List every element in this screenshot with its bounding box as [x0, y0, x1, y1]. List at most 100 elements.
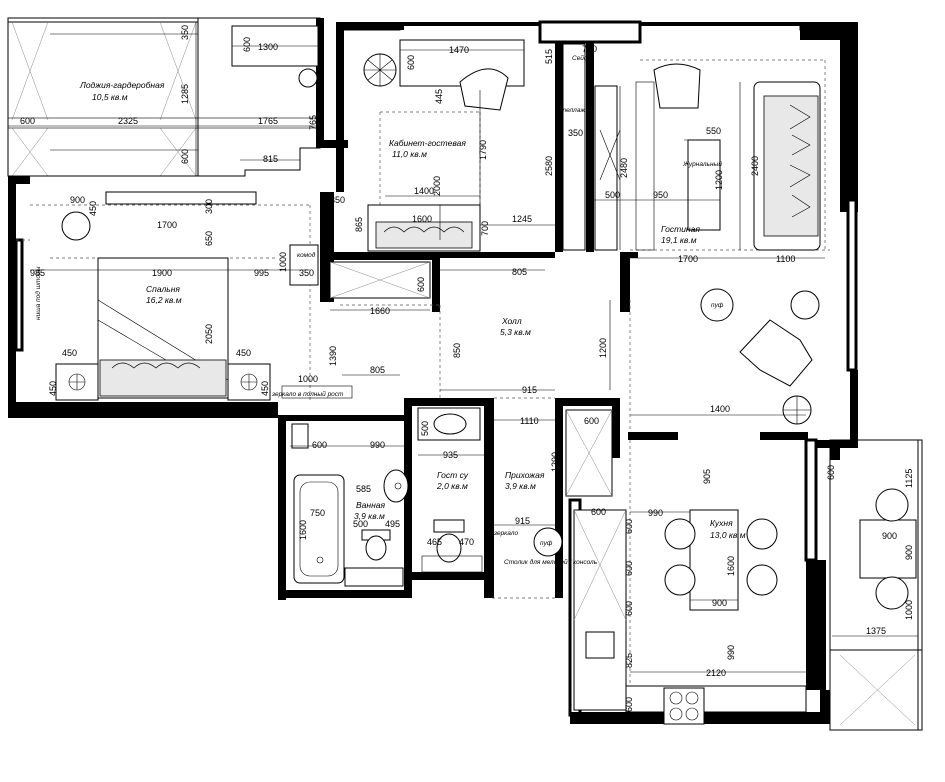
dim-text: 915: [522, 385, 537, 395]
dim-text: 450: [236, 348, 251, 358]
dim-text: 445: [434, 89, 444, 104]
dim-text: 1900: [152, 268, 172, 278]
dim-text: 990: [370, 440, 385, 450]
dim-text: 1110: [520, 416, 539, 426]
coffee-table: [687, 139, 721, 231]
room-living-area: 19,1 кв.м: [661, 235, 697, 245]
room-entry-name: Прихожая: [505, 470, 545, 480]
dim-text: 700: [480, 221, 490, 236]
dim-text: 1600: [298, 520, 308, 540]
dim-text: 600: [624, 601, 634, 616]
dim-text: 915: [515, 516, 530, 526]
chair-3: [664, 564, 696, 596]
dim-text: 900: [712, 598, 727, 608]
dim-text: 1660: [370, 306, 390, 316]
dim-text: 2000: [432, 176, 442, 196]
dim-text: 300: [204, 199, 214, 214]
dim-text: 1400: [710, 404, 730, 414]
dim-text: 1700: [157, 220, 177, 230]
dim-text: 900: [882, 531, 897, 541]
dim-text: 1700: [678, 254, 698, 264]
dim-text: 1000: [298, 374, 318, 384]
dim-text: 1000: [904, 600, 914, 620]
console-label: Столик для мелочей / консоль: [504, 558, 598, 566]
room-living-name: Гостиная: [661, 224, 700, 234]
dim-text: 1285: [180, 84, 190, 104]
dim-text: 900: [70, 195, 85, 205]
room-bedroom-area: 16,2 кв.м: [146, 295, 182, 305]
room-wc-area: 2,0 кв.м: [436, 481, 468, 491]
sink-icon-wc: [417, 407, 481, 441]
room-labels: Лоджия-гардеробная 10,5 кв.м Кабинет-гос…: [79, 80, 746, 540]
dim-text: 600: [312, 440, 327, 450]
furniture-labels: Сейф Стеллаж Журнальный пуф пуф комод зе…: [34, 54, 724, 566]
dim-text: 600: [624, 697, 634, 712]
dining-table: [689, 509, 739, 611]
balcony-chair-2: [875, 576, 909, 610]
dim-text: 1600: [726, 556, 736, 576]
room-loggia-name: Лоджия-гардеробная: [79, 80, 165, 90]
dim-text: 450: [48, 381, 58, 396]
lamp-icon-left: [68, 373, 86, 391]
room-bath-name: Ванная: [356, 500, 385, 510]
dim-text: 650: [204, 231, 214, 246]
kitchen-counter: [573, 509, 627, 711]
dim-text: 2580: [544, 156, 554, 176]
bedroom-armchair: [61, 211, 91, 241]
lamp-icon-right: [240, 373, 258, 391]
dim-text: 350: [180, 25, 190, 40]
chair-1: [664, 518, 696, 550]
room-office-area: 11,0 кв.м: [392, 149, 427, 159]
dim-text: 2480: [619, 158, 629, 178]
dim-text: 1100: [776, 254, 795, 264]
dim-text: 1390: [328, 346, 338, 366]
dim-text: 2400: [750, 156, 760, 176]
dim-text: 600: [584, 416, 599, 426]
dim-text: 750: [582, 44, 597, 54]
pouf-entry-label: пуф: [540, 540, 553, 547]
dim-text: 600: [591, 507, 606, 517]
dim-text: 600: [242, 37, 252, 52]
dimension-lines: [8, 22, 918, 673]
dim-text: 450: [88, 201, 98, 216]
dim-text: 1375: [866, 626, 886, 636]
dim-text: 950: [653, 190, 668, 200]
room-kitchen-area: 13,0 кв.м: [710, 530, 746, 540]
stove-icon: [663, 687, 705, 725]
shelving: [562, 43, 586, 251]
floor-lamp-icon: [782, 395, 812, 425]
dim-text: 350: [299, 268, 314, 278]
room-hall-name: Холл: [501, 316, 522, 326]
side-table: [790, 290, 820, 320]
dim-text: 935: [443, 450, 458, 460]
dim-text: 805: [512, 267, 527, 277]
dim-text: 500: [353, 519, 368, 529]
dim-text: 450: [62, 348, 77, 358]
dim-text: 865: [354, 217, 364, 232]
dim-text: 1765: [258, 116, 278, 126]
dim-text: 905: [702, 469, 712, 484]
dim-text: 600: [624, 561, 634, 576]
dim-text: 985: [30, 268, 45, 278]
dim-text: 815: [263, 154, 278, 164]
dim-text: 995: [254, 268, 269, 278]
nightstand-left: [55, 363, 99, 401]
chair-4: [746, 564, 778, 596]
safe-label: Сейф: [572, 54, 590, 62]
balcony-chair-1: [875, 488, 909, 522]
sink-icon-bath: [383, 469, 409, 503]
dim-text: 900: [904, 545, 914, 560]
dim-text: 600: [826, 465, 836, 480]
dim-text: 500: [420, 421, 430, 436]
dim-text: 600: [180, 149, 190, 164]
room-hall-area: 5,3 кв.м: [500, 327, 531, 337]
dim-text: 600: [20, 116, 35, 126]
pouf-entry: [533, 527, 563, 557]
toilet-icon-wc: [433, 519, 465, 563]
toilet-icon-bath: [361, 529, 391, 561]
room-kitchen-name: Кухня: [710, 518, 733, 528]
dim-text: 825: [624, 653, 634, 668]
dim-text: 1300: [258, 42, 278, 52]
coffee-table-label: Журнальный: [682, 160, 722, 168]
